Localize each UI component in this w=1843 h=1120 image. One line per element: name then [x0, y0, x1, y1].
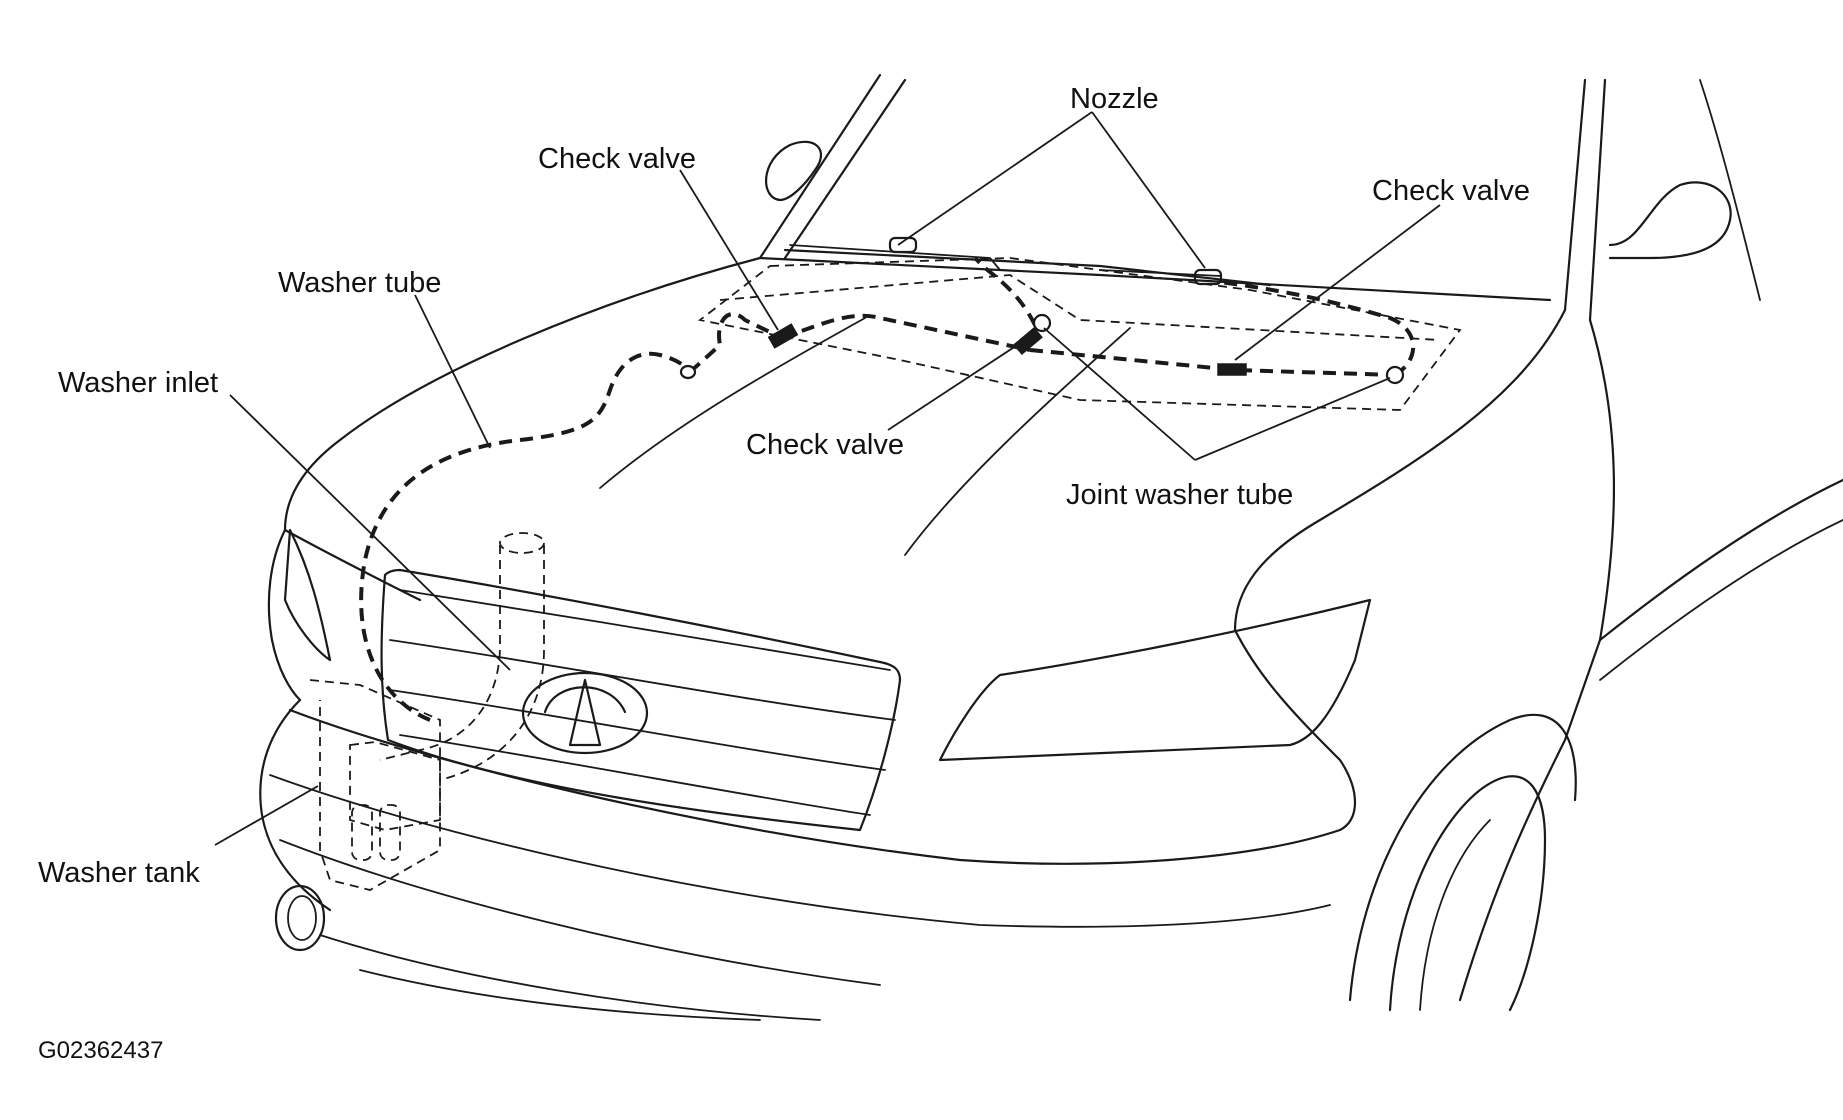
tire-right: [1388, 775, 1547, 1012]
grille-bar-1: [399, 589, 891, 671]
nozzle-left: [888, 236, 918, 254]
windshield-pillar-left: [758, 73, 882, 260]
windshield-pillar-right-outer: [1588, 78, 1607, 322]
body-left: [267, 528, 302, 702]
washer-tube-hood-run: [781, 313, 1031, 352]
washer-inlet-neck: [379, 545, 501, 761]
label-washer-tank: Washer tank: [38, 857, 200, 889]
washer-tube-route: [359, 256, 1416, 722]
leader-nozzle-right: [1091, 111, 1206, 269]
windshield-pillar-left-inner: [783, 78, 907, 260]
bumper-lower: [319, 934, 821, 1021]
check-valve-left: [767, 323, 799, 349]
check-valve-center: [1013, 326, 1043, 356]
emblem: [521, 671, 649, 755]
leader-check-valve-center: [887, 339, 1026, 431]
joint-right: [1385, 365, 1405, 385]
wheel-arch-right: [1348, 713, 1577, 1002]
fog-lamp-left: [274, 884, 326, 952]
washer-tube-center: [1029, 348, 1396, 377]
grille-outer: [380, 568, 902, 832]
bumper-right-curve: [1233, 628, 1357, 832]
bumper-line-1: [269, 774, 1331, 928]
cowl-wiper-assembly: [697, 236, 1462, 411]
leader-check-valve-right: [1234, 204, 1441, 361]
hood-insulator-outline: [697, 257, 1462, 411]
leader-washer-inlet: [229, 394, 511, 671]
label-check-valve-center: Check valve: [746, 429, 904, 461]
leader-washer-tank: [214, 785, 319, 846]
leader-washer-tube: [414, 294, 491, 449]
leader-check-valve-left: [679, 169, 779, 331]
leader-nozzle-left: [897, 111, 1093, 246]
label-check-valve-right: Check valve: [1372, 175, 1530, 207]
tire-right-inner: [1419, 819, 1491, 1011]
hood-insulator-outline-inner: [719, 274, 1441, 341]
grille-bar-3: [389, 689, 886, 771]
wiper-arm-left: [789, 244, 1001, 271]
body-side-lower: [1598, 478, 1843, 642]
washer-tube-riser-left: [973, 256, 1037, 326]
washer-tube-branch-left: [688, 312, 783, 374]
door-edge: [1699, 79, 1761, 301]
label-check-valve-left: Check valve: [538, 143, 696, 175]
washer-inlet-tank: [309, 532, 545, 891]
hood-line-left: [599, 317, 866, 489]
joint-center: [1032, 313, 1052, 333]
grille-bar-2: [389, 639, 896, 721]
cowl-top: [758, 256, 1552, 302]
headlamp-left: [283, 528, 332, 662]
label-joint-washer-tube: Joint washer tube: [1066, 479, 1293, 511]
joint-left: [679, 364, 697, 380]
label-nozzle: Nozzle: [1070, 83, 1159, 115]
hood-front-edge: [283, 528, 422, 602]
vehicle-body: [259, 73, 1843, 1021]
cowl-panel: [783, 248, 1272, 287]
bumper-upper: [259, 698, 332, 912]
label-washer-tube: Washer tube: [278, 267, 441, 299]
washer-tube-main: [359, 351, 692, 722]
bumper-lower-2: [359, 969, 761, 1021]
leader-joint-left: [1043, 327, 1196, 461]
washer-tank-body: [309, 679, 441, 891]
leader-joint-right: [1194, 377, 1391, 461]
hood-line-right: [904, 327, 1131, 556]
washer-pump-2: [379, 804, 401, 861]
washer-tank-front: [349, 741, 441, 831]
washer-tube-riser-right: [1219, 280, 1416, 377]
grille-bar-4: [399, 734, 871, 816]
fender-body-right: [1458, 318, 1615, 1002]
wiper-arm-right: [1099, 269, 1221, 277]
washer-inlet-cap: [499, 532, 545, 554]
windshield-pillar-right: [1563, 78, 1587, 312]
mirror-right: [1608, 181, 1732, 260]
fender-right: [1233, 308, 1567, 632]
washer-pump-1: [351, 804, 373, 861]
check-valve-right: [1217, 363, 1247, 376]
bumper-line-2: [279, 839, 881, 986]
body-side-lower-2: [1599, 519, 1843, 681]
hood-outline-left: [283, 256, 762, 532]
bumper-top-line: [288, 708, 1342, 865]
figure-id: G02362437: [38, 1037, 163, 1064]
headlamp-right: [938, 598, 1372, 762]
fog-lamp-left-inner: [287, 895, 317, 941]
mirror-left: [765, 140, 822, 202]
washer-inlet-neck-outer: [439, 545, 545, 781]
label-washer-inlet: Washer inlet: [58, 367, 218, 399]
leader-lines: [214, 111, 1441, 846]
